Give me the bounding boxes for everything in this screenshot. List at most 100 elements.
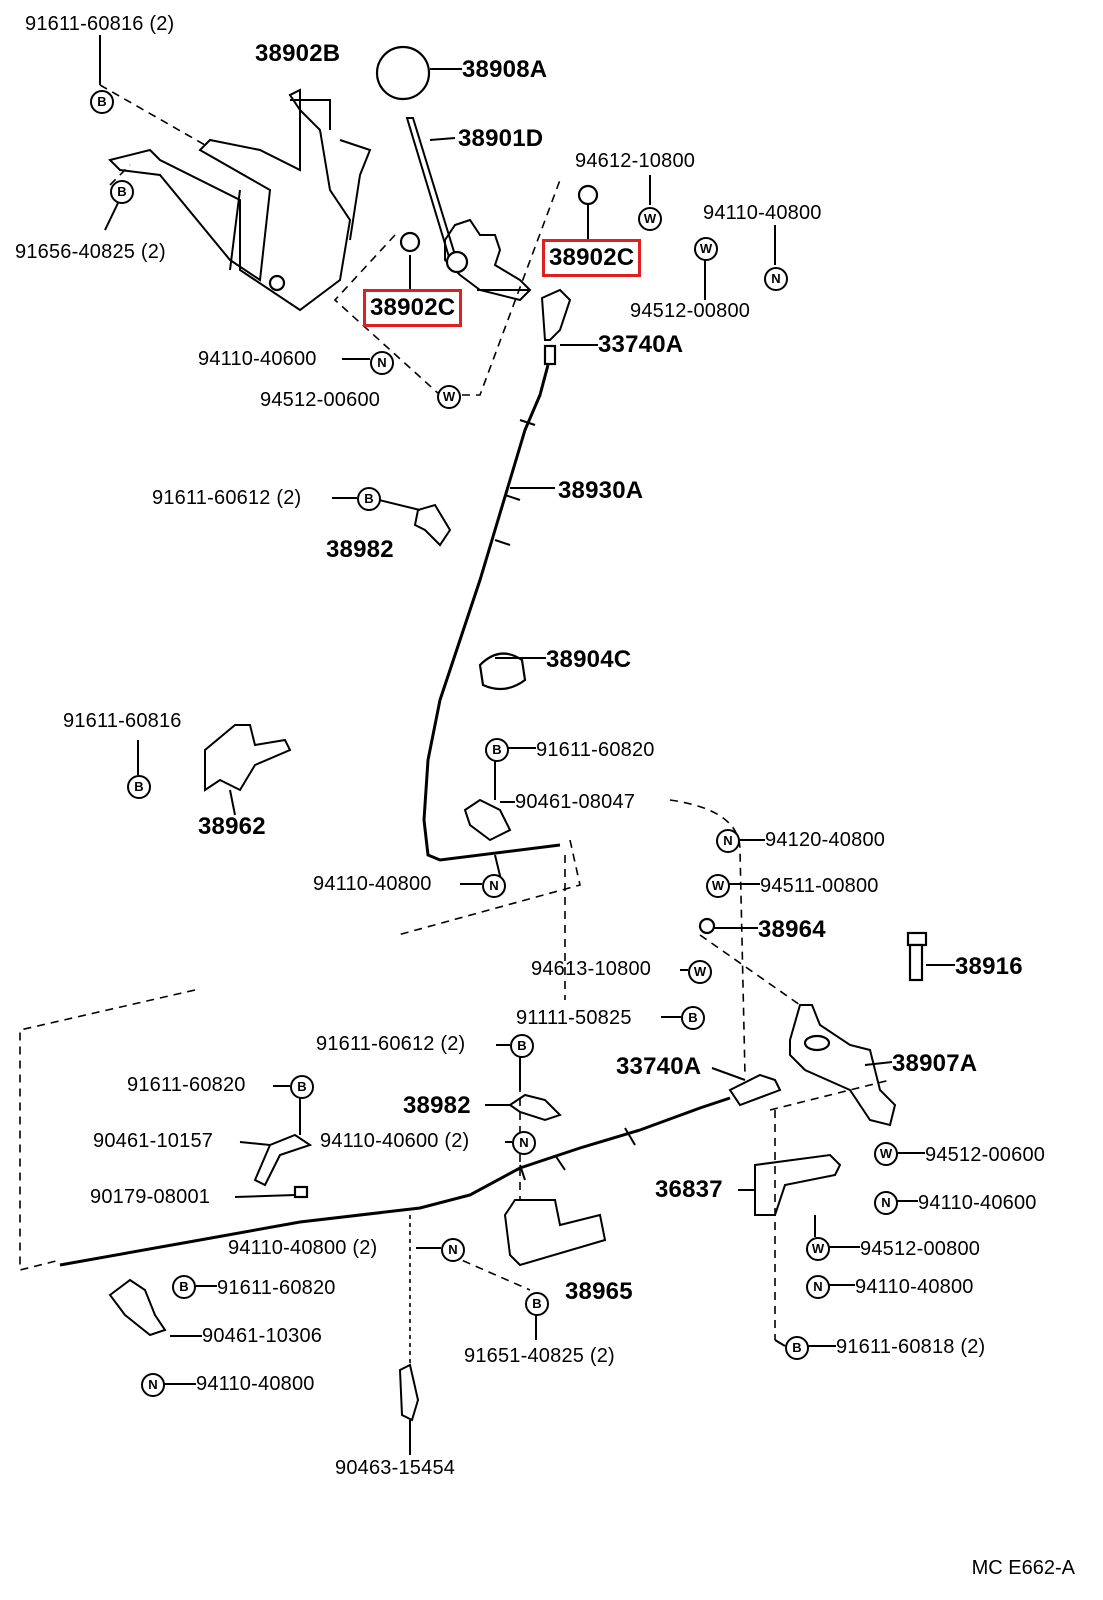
bracket-36837 bbox=[754, 1153, 842, 1216]
part-label-l35: 94110-40600 (2) bbox=[320, 1130, 470, 1152]
part-label-l40: 94110-40800 (2) bbox=[228, 1237, 378, 1259]
fastener-symbol-n: N bbox=[482, 874, 506, 898]
shift-knob-38908A bbox=[375, 45, 431, 101]
part-label-l19: 91611-60820 bbox=[536, 739, 655, 761]
part-label-l23: 94110-40800 bbox=[313, 873, 432, 895]
fastener-symbol-b: B bbox=[127, 775, 151, 799]
fastener-symbol-w: W bbox=[874, 1142, 898, 1166]
fastener-symbol-w: W bbox=[806, 1237, 830, 1261]
part-label-l26: 38916 bbox=[955, 953, 1023, 980]
part-label-l32: 91611-60820 bbox=[127, 1074, 246, 1096]
part-label-l11: 33740A bbox=[598, 331, 684, 358]
fastener-symbol-n: N bbox=[874, 1191, 898, 1215]
fastener-symbol-n: N bbox=[716, 829, 740, 853]
part-label-l3: 38908A bbox=[462, 56, 548, 83]
diagram-code: MC E662-A bbox=[971, 1557, 1075, 1579]
fastener-symbol-n: N bbox=[141, 1373, 165, 1397]
part-label-l9: 38902C bbox=[362, 289, 463, 327]
dashed-leader-lines bbox=[19, 84, 891, 1365]
fastener-symbol-n: N bbox=[370, 351, 394, 375]
part-label-l42: 91611-60820 bbox=[217, 1277, 336, 1299]
clamp-38982-upper bbox=[413, 503, 452, 547]
washer-38964 bbox=[698, 917, 716, 935]
part-label-l18: 91611-60816 bbox=[63, 710, 182, 732]
part-label-l33: 38982 bbox=[403, 1092, 471, 1119]
part-label-l49: 90463-15454 bbox=[335, 1457, 456, 1479]
part-label-l47: 91651-40825 (2) bbox=[464, 1345, 615, 1367]
part-label-l38: 90179-08001 bbox=[90, 1186, 211, 1208]
part-label-l1: 91611-60816 (2) bbox=[25, 13, 175, 35]
fastener-symbol-b: B bbox=[290, 1075, 314, 1099]
band-90463-15454 bbox=[398, 1363, 420, 1422]
part-label-l7: 91656-40825 (2) bbox=[15, 241, 166, 263]
fastener-symbol-w: W bbox=[638, 207, 662, 231]
part-label-l36: 94512-00600 bbox=[925, 1144, 1046, 1166]
part-label-l25: 38964 bbox=[758, 916, 826, 943]
part-label-l39: 94110-40600 bbox=[918, 1192, 1037, 1214]
part-label-l43: 94110-40800 bbox=[855, 1276, 974, 1298]
part-label-l13: 94512-00600 bbox=[260, 389, 381, 411]
fastener-symbol-n: N bbox=[764, 267, 788, 291]
shifter-bracket-38902B bbox=[108, 88, 372, 312]
fastener-symbol-w: W bbox=[688, 960, 712, 984]
part-label-l28: 91111-50825 bbox=[516, 1007, 632, 1029]
cable-joint-33740A-upper bbox=[540, 288, 572, 366]
part-label-l5: 94612-10800 bbox=[575, 150, 696, 172]
part-label-l17: 38904C bbox=[546, 646, 632, 673]
part-label-l15: 91611-60612 (2) bbox=[152, 487, 302, 509]
part-label-l21: 38962 bbox=[198, 813, 266, 840]
fastener-symbol-w: W bbox=[694, 237, 718, 261]
part-label-l10: 94512-00800 bbox=[630, 300, 751, 322]
fastener-symbol-n: N bbox=[441, 1238, 465, 1262]
fastener-symbol-b: B bbox=[681, 1006, 705, 1030]
fastener-symbol-b: B bbox=[110, 180, 134, 204]
part-label-l48: 94110-40800 bbox=[196, 1373, 315, 1395]
shift-lever-38901D bbox=[399, 117, 599, 302]
part-label-l34: 90461-10157 bbox=[93, 1130, 214, 1152]
part-label-l14: 38930A bbox=[558, 477, 644, 504]
bracket-38962 bbox=[204, 724, 292, 792]
bracket-38965 bbox=[503, 1199, 607, 1267]
part-label-l37: 36837 bbox=[655, 1176, 723, 1203]
cable-joint-33740A-lower bbox=[728, 1073, 782, 1107]
part-label-l20: 90461-08047 bbox=[515, 791, 636, 813]
clamp-38982-lower bbox=[508, 1093, 562, 1122]
control-cable-38930A bbox=[422, 364, 561, 862]
fastener-symbol-b: B bbox=[785, 1336, 809, 1360]
fastener-symbol-b: B bbox=[90, 90, 114, 114]
fastener-symbol-b: B bbox=[357, 487, 381, 511]
clamp-90461-08047 bbox=[463, 798, 512, 842]
part-label-l30: 33740A bbox=[616, 1053, 702, 1080]
part-label-l27: 94613-10800 bbox=[531, 958, 652, 980]
part-label-l4: 38901D bbox=[458, 125, 544, 152]
part-label-l41: 94512-00800 bbox=[860, 1238, 981, 1260]
fastener-symbol-b: B bbox=[485, 738, 509, 762]
part-label-l29: 91611-60612 (2) bbox=[316, 1033, 466, 1055]
fastener-symbol-n: N bbox=[806, 1275, 830, 1299]
lower-cable bbox=[59, 1096, 731, 1267]
fastener-symbol-w: W bbox=[437, 385, 461, 409]
part-label-l8: 38902C bbox=[541, 239, 642, 277]
part-label-l31: 38907A bbox=[892, 1050, 978, 1077]
lever-38907A bbox=[789, 1004, 897, 1127]
grommet-38904C bbox=[478, 652, 527, 691]
fastener-symbol-n: N bbox=[512, 1131, 536, 1155]
fastener-symbol-b: B bbox=[510, 1034, 534, 1058]
part-label-l45: 90461-10306 bbox=[202, 1325, 323, 1347]
fastener-symbol-b: B bbox=[525, 1292, 549, 1316]
part-label-l2: 38902B bbox=[255, 40, 341, 67]
fastener-symbol-b: B bbox=[172, 1275, 196, 1299]
part-label-l24: 94511-00800 bbox=[760, 875, 879, 897]
clamp-90461-10306 bbox=[108, 1278, 167, 1337]
part-label-l46: 91611-60818 (2) bbox=[836, 1336, 986, 1358]
fastener-symbol-w: W bbox=[706, 874, 730, 898]
part-label-l16: 38982 bbox=[326, 536, 394, 563]
part-label-l6: 94110-40800 bbox=[703, 202, 822, 224]
part-label-l22: 94120-40800 bbox=[765, 829, 886, 851]
part-label-l44: 38965 bbox=[565, 1278, 633, 1305]
part-label-l12: 94110-40600 bbox=[198, 348, 317, 370]
pin-38916 bbox=[906, 931, 928, 982]
leader-lines bbox=[99, 35, 955, 1455]
